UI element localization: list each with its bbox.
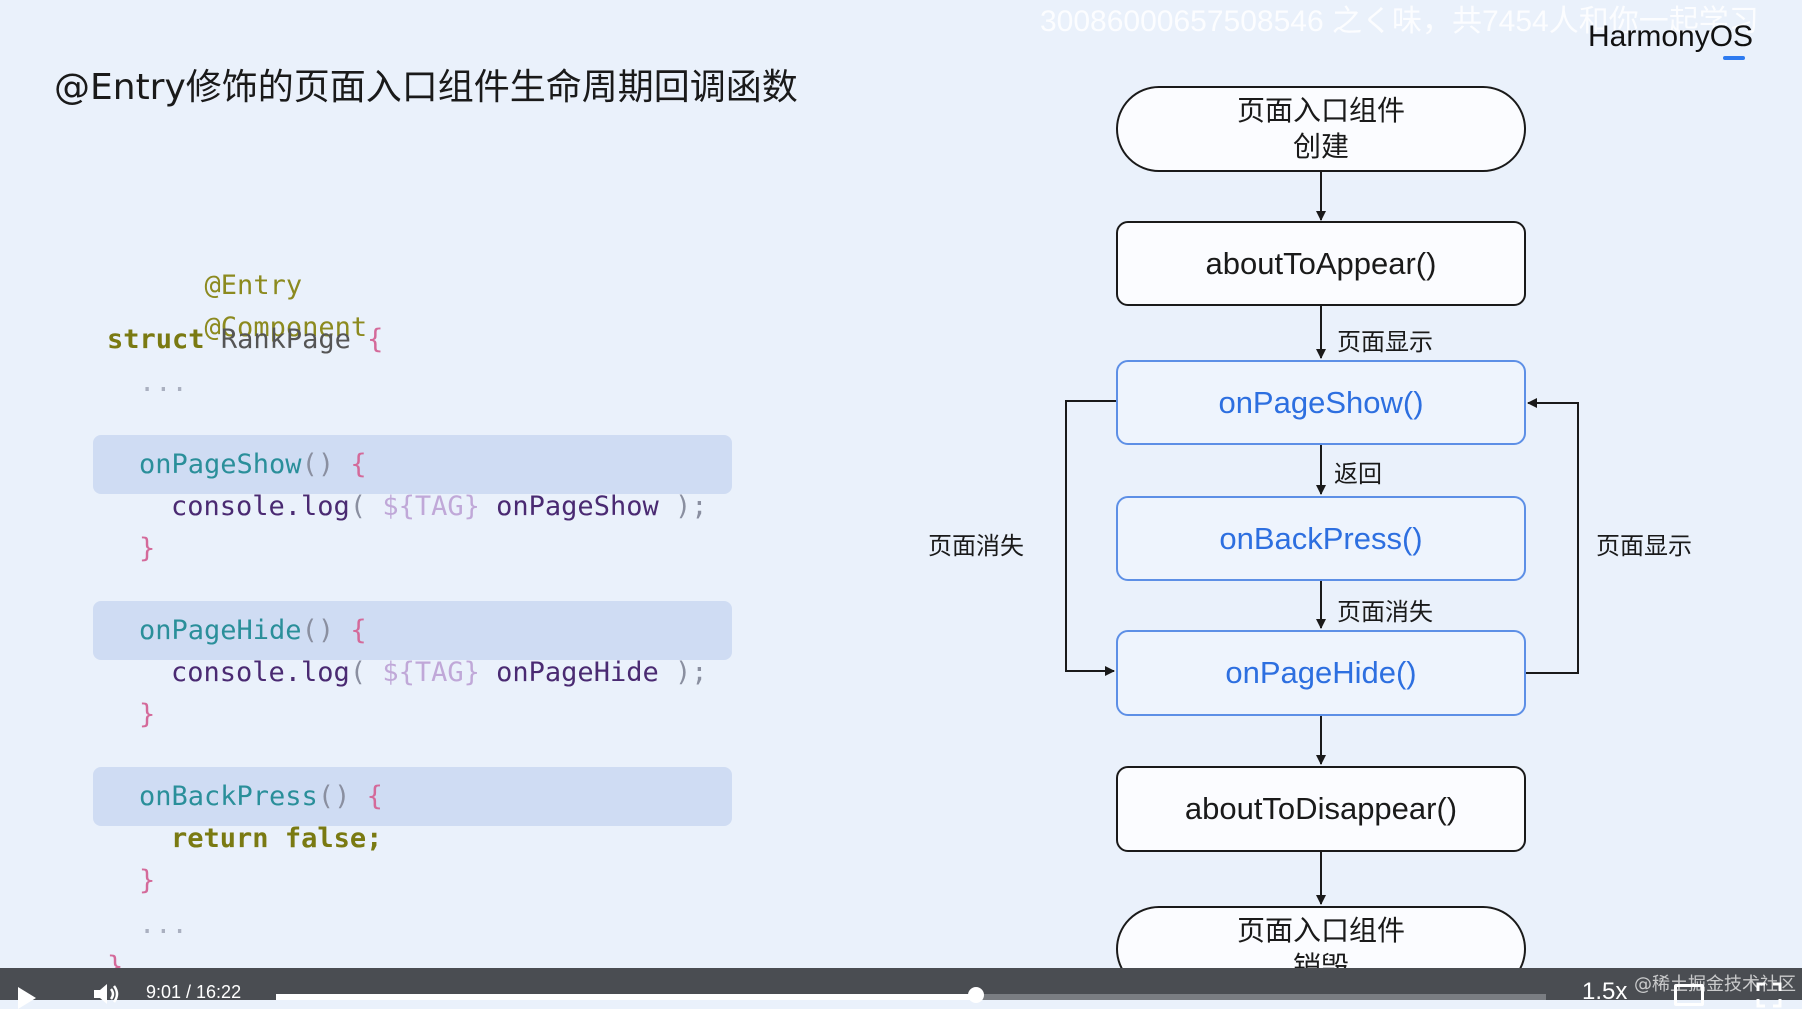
progress-knob[interactable] (967, 987, 984, 1003)
code-highlight-onpagehide (93, 601, 732, 660)
node-create-line1: 页面入口组件 (1236, 94, 1405, 127)
code-brace: { (350, 449, 367, 480)
play-icon[interactable] (18, 987, 36, 1009)
node-destroy-line1: 页面入口组件 (1236, 914, 1405, 947)
code-annotation: @Component (204, 312, 368, 343)
node-on-page-hide: onPageHide() (1116, 630, 1526, 716)
code-line: onPageHide() { (139, 616, 367, 646)
code-line: @Entry (107, 241, 303, 301)
code-line: struct RankPage { (107, 325, 383, 355)
node-create-line2: 创建 (1292, 130, 1349, 163)
code-paren: ( (349, 657, 367, 688)
code-brace: } (139, 533, 156, 564)
code-highlight-onpageshow (93, 435, 732, 494)
brand-logo-underline (1723, 56, 1745, 60)
playback-time: 9:01 / 16:22 (146, 982, 242, 1002)
code-call: console.log (171, 657, 350, 688)
code-paren: ( (349, 491, 367, 522)
code-brace: { (367, 324, 384, 355)
code-struct-name: RankPage (220, 324, 351, 355)
node-about-to-appear: aboutToAppear() (1116, 221, 1526, 306)
progress-fill (276, 994, 976, 1000)
label-page-hide: 页面消失 (1337, 598, 1433, 626)
playback-speed-button[interactable]: 1.5x (1582, 978, 1628, 1005)
code-line: onPageShow() { (139, 450, 367, 480)
code-value: false; (284, 823, 383, 854)
code-call: console.log (171, 491, 350, 522)
label-page-show: 页面显示 (1337, 328, 1433, 356)
code-line: @Component (107, 283, 368, 343)
code-function-name: onPageHide (139, 615, 302, 646)
volume-icon[interactable] (92, 982, 120, 1006)
code-brace: { (350, 615, 367, 646)
node-on-page-show: onPageShow() (1116, 360, 1526, 445)
code-parens: () (301, 449, 335, 480)
arrow-left-loop (1065, 400, 1116, 676)
slide-title: @Entry修饰的页面入口组件生命周期回调函数 (54, 67, 798, 108)
code-end: ); (674, 491, 708, 522)
code-line: onBackPress() { (139, 782, 383, 812)
brand-logo: HarmonyOS (1588, 20, 1754, 53)
code-ellipsis: ... (139, 909, 188, 940)
code-string: onPageShow (496, 491, 659, 522)
code-template: ${TAG} (382, 657, 480, 688)
watermark-bottom: @稀土掘金技术社区 (1634, 974, 1796, 995)
code-string: onPageHide (496, 657, 659, 688)
label-left-page-hide: 页面消失 (928, 532, 1024, 560)
code-keyword: struct (107, 324, 205, 355)
node-on-back-press: onBackPress() (1116, 496, 1526, 581)
code-function-name: onPageShow (139, 449, 302, 480)
code-keyword: return (171, 823, 269, 854)
node-about-to-disappear: aboutToDisappear() (1116, 766, 1526, 852)
code-end: ); (674, 657, 708, 688)
code-ellipsis: ... (139, 367, 188, 398)
code-line: console.log( ${TAG} onPageShow ); (171, 492, 708, 522)
watermark-top: 30086000657508546 之く味，共7454人和你一起学习 (1040, 5, 1759, 38)
code-template: ${TAG} (382, 491, 480, 522)
code-brace: } (139, 699, 156, 730)
code-parens: () (301, 615, 335, 646)
code-line: return false; (171, 824, 382, 854)
code-parens: () (317, 781, 351, 812)
label-back: 返回 (1334, 460, 1382, 488)
code-line: console.log( ${TAG} onPageHide ); (171, 658, 708, 688)
label-right-page-show: 页面显示 (1596, 532, 1692, 560)
code-annotation: @Entry (204, 270, 303, 301)
code-highlight-onbackpress (93, 767, 732, 826)
node-component-create: 页面入口组件 创建 (1116, 86, 1526, 172)
arrow-right-loop (1526, 398, 1579, 674)
code-brace: } (139, 865, 156, 896)
code-function-name: onBackPress (139, 781, 318, 812)
code-brace: { (366, 781, 383, 812)
